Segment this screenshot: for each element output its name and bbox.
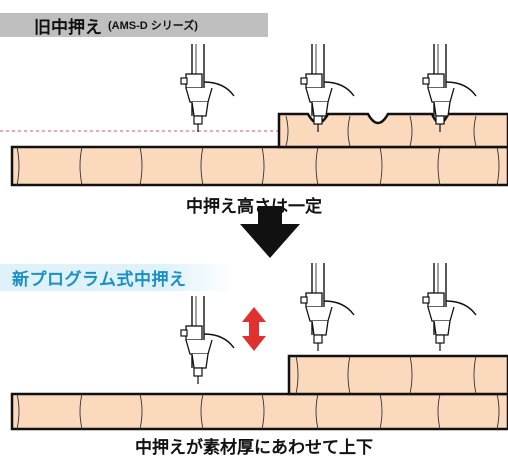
new-presser-label: 新プログラム式中押え	[0, 264, 236, 291]
new-base-material	[10, 392, 508, 431]
new-presser-foot-3	[422, 262, 477, 352]
old-presser-label: 旧中押え (AMS-D シリーズ)	[0, 13, 268, 37]
new-presser-foot-2	[300, 262, 355, 352]
down-arrow-icon	[240, 206, 300, 258]
new-title: 新プログラム式中押え	[12, 270, 187, 289]
up-down-arrow-icon	[242, 307, 266, 351]
old-title: 旧中押え	[34, 17, 102, 37]
old-top-fiber-lines	[285, 115, 477, 147]
old-caption: 中押え高さは一定	[186, 197, 322, 216]
new-top-material	[287, 354, 508, 396]
new-base-fiber-lines	[16, 393, 500, 430]
old-subtitle: (AMS-D シリーズ)	[108, 20, 198, 32]
old-presser-foot-1	[180, 43, 235, 133]
new-caption: 中押えが素材厚にあわせて上下	[135, 438, 373, 457]
old-base-material	[10, 145, 508, 187]
old-base-fiber-lines	[16, 146, 500, 186]
new-top-fiber-lines	[295, 355, 477, 395]
new-presser-foot-1	[180, 295, 235, 385]
